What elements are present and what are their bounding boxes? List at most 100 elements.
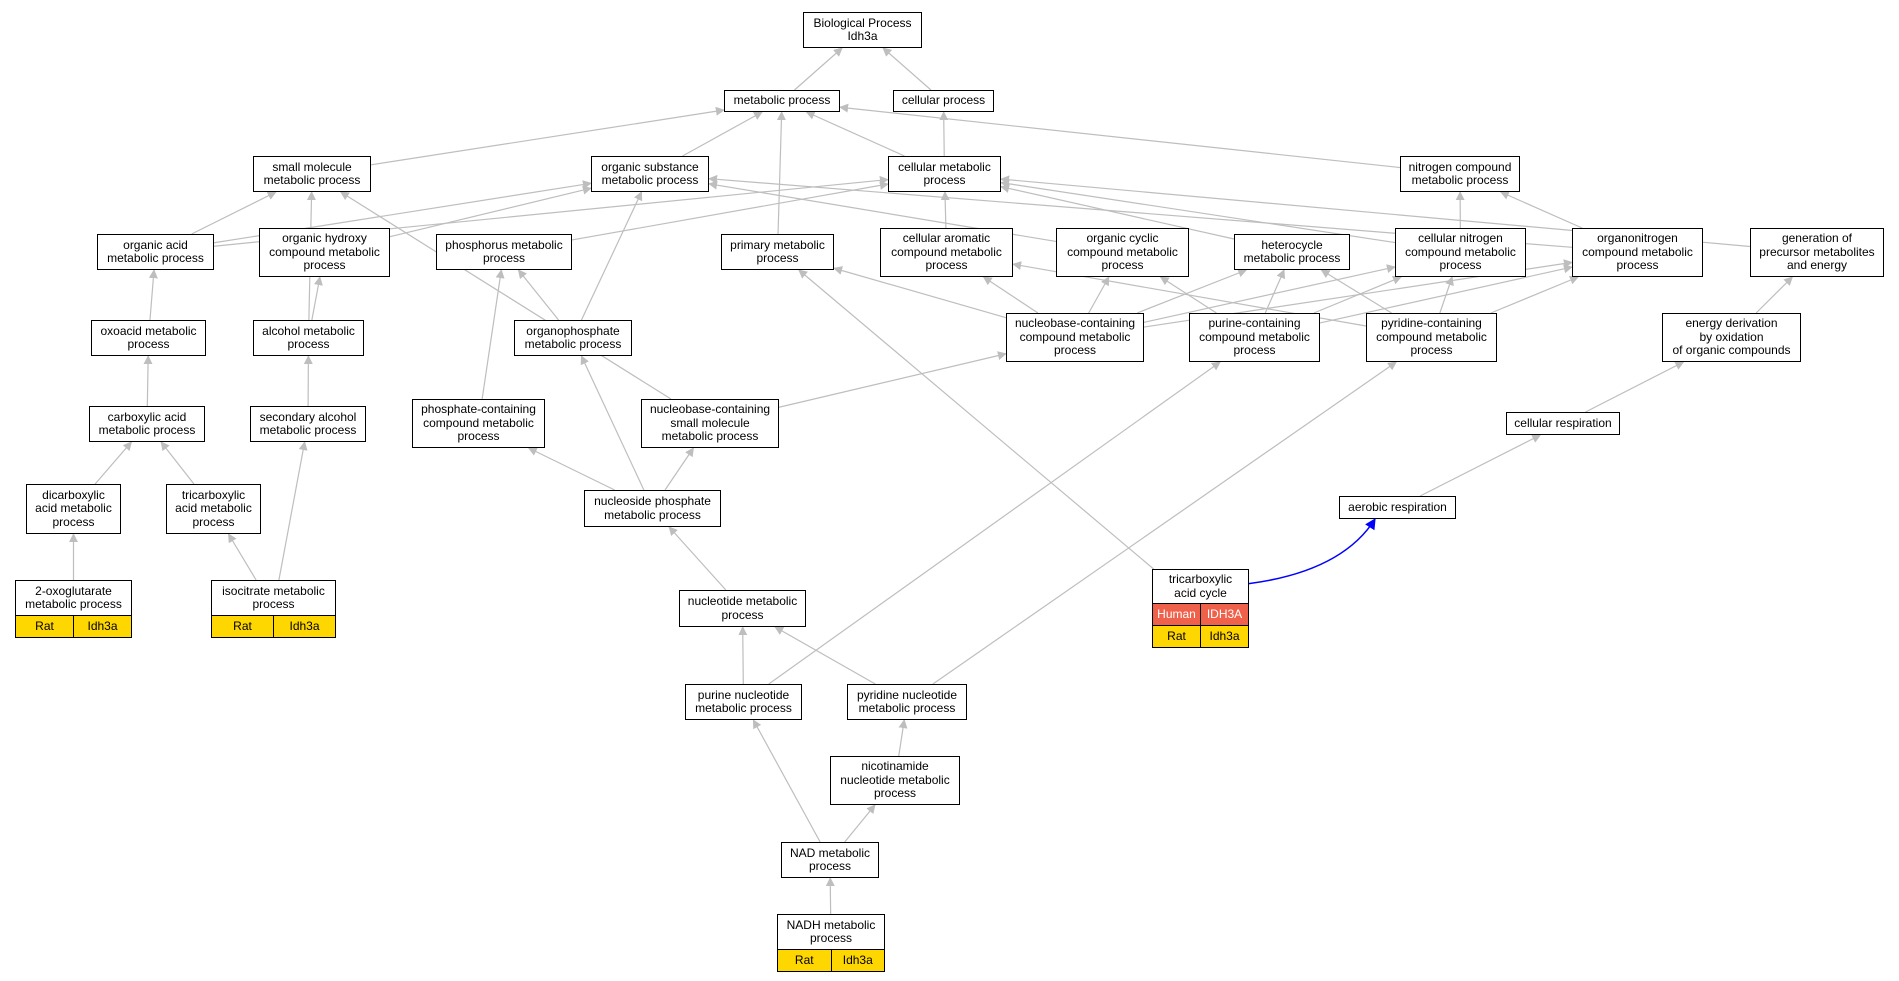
highlighted-edge [1248, 518, 1376, 585]
node-label: organophosphate metabolic process [524, 323, 622, 351]
node-dicarboxylic-acid-metabolic-process[interactable]: dicarboxylic acid metabolic process [26, 484, 121, 534]
species-cell: Rat [212, 616, 273, 637]
node-nicotinamide-nucleotide-metabolic-process[interactable]: nicotinamide nucleotide metabolic proces… [830, 756, 960, 805]
node-purine-containing-compound-metabolic-process[interactable]: purine-containing compound metabolic pro… [1189, 313, 1320, 362]
node-nitrogen-compound-metabolic-process[interactable]: nitrogen compound metabolic process [1400, 156, 1520, 192]
edge [738, 626, 748, 685]
node-label: purine nucleotide metabolic process [695, 687, 792, 715]
edge [768, 361, 1221, 685]
node-heterocycle-metabolic-process[interactable]: heterocycle metabolic process [1234, 234, 1350, 270]
node-label: purine-containing compound metabolic pro… [1199, 316, 1310, 358]
node-label: cellular metabolic process [898, 159, 991, 187]
edge [833, 266, 1007, 319]
node-organic-substance-metabolic-process[interactable]: organic substance metabolic process [591, 156, 709, 192]
node-label: dicarboxylic acid metabolic process [35, 487, 112, 529]
node-pyridine-nucleotide-metabolic-process[interactable]: pyridine nucleotide metabolic process [847, 684, 967, 720]
node-label: phosphate-containing compound metabolic … [421, 402, 536, 444]
gene-cell: Idh3a [73, 616, 131, 637]
node-label: cellular respiration [1514, 415, 1612, 430]
edge [1143, 264, 1396, 323]
node-phosphate-containing-compound-metabolic-process[interactable]: phosphate-containing compound metabolic … [412, 399, 545, 448]
node-label: organic hydroxy compound metabolic proce… [269, 231, 380, 273]
node-label: 2-oxoglutarate metabolic process [25, 583, 122, 611]
node-cellular-nitrogen-compound-metabolic-process[interactable]: cellular nitrogen compound metabolic pro… [1395, 228, 1526, 277]
node-label: NADH metabolic process [786, 917, 876, 945]
edge [389, 185, 592, 238]
node-label: oxoacid metabolic process [100, 323, 197, 351]
node-organic-hydroxy-compound-metabolic-process[interactable]: organic hydroxy compound metabolic proce… [259, 228, 390, 277]
node-nucleobase-containing-small-molecule[interactable]: nucleobase-containing small molecule met… [641, 399, 779, 448]
edge [778, 351, 1007, 408]
species-cell: Rat [16, 616, 73, 637]
node-alcohol-metabolic-process[interactable]: alcohol metabolic process [253, 320, 364, 356]
edge [580, 355, 645, 491]
edge [774, 626, 876, 685]
node-pyridine-containing-compound-metabolic-process[interactable]: pyridine-containing compound metabolic p… [1366, 313, 1497, 362]
node-label: tricarboxylic acid metabolic process [175, 487, 252, 529]
edge [1313, 275, 1402, 314]
edge [517, 269, 560, 321]
node-oxoacid-metabolic-process[interactable]: oxoacid metabolic process [91, 320, 206, 356]
node-label: aerobic respiration [1348, 499, 1447, 514]
node-label: organic cyclic compound metabolic proces… [1067, 231, 1178, 273]
gene-cell: IDH3A [1200, 604, 1248, 625]
node-small-molecule-metabolic-process[interactable]: small molecule metabolic process [253, 156, 371, 192]
node-primary-metabolic-process[interactable]: primary metabolic process [721, 234, 834, 270]
edge [682, 111, 763, 157]
node-generation-of-precursor-metabolites[interactable]: generation of precursor metabolites and … [1750, 228, 1884, 277]
node-organic-acid-metabolic-process[interactable]: organic acid metabolic process [97, 234, 214, 270]
node-organophosphate-metabolic-process[interactable]: organophosphate metabolic process [514, 320, 632, 356]
node-label: small molecule metabolic process [263, 159, 361, 187]
node-biological-process[interactable]: Biological Process Idh3a [803, 12, 922, 48]
node-label: secondary alcohol metabolic process [259, 409, 357, 437]
edge [339, 191, 672, 400]
species-cell: Rat [778, 950, 831, 971]
edge [898, 719, 908, 757]
node-nad-metabolic-process[interactable]: NAD metabolic process [781, 842, 879, 878]
node-label: alcohol metabolic process [262, 323, 355, 351]
species-cell: Human [1153, 604, 1200, 625]
node-tricarboxylic-acid-metabolic-process[interactable]: tricarboxylic acid metabolic process [166, 484, 261, 534]
edge [227, 533, 257, 581]
edge [1490, 275, 1579, 314]
edge [278, 441, 308, 581]
node-label: tricarboxylic acid cycle [1168, 572, 1233, 600]
edge [844, 804, 876, 843]
node-cellular-aromatic-compound-metabolic-process[interactable]: cellular aromatic compound metabolic pro… [880, 228, 1013, 277]
node-nucleobase-containing-compound-metabolic-process[interactable]: nucleobase-containing compound metabolic… [1006, 313, 1144, 362]
gene-cell: Idh3a [273, 616, 335, 637]
node-label: pyridine-containing compound metabolic p… [1376, 316, 1487, 358]
edge [1419, 434, 1542, 497]
node-label: generation of precursor metabolites and … [1759, 231, 1875, 273]
node-organonitrogen-compound-metabolic-process[interactable]: organonitrogen compound metabolic proces… [1572, 228, 1703, 277]
node-phosphorus-metabolic-process[interactable]: phosphorus metabolic process [436, 234, 572, 270]
edge [1136, 268, 1248, 314]
edge [1264, 269, 1285, 314]
node-purine-nucleotide-metabolic-process[interactable]: purine nucleotide metabolic process [685, 684, 802, 720]
node-cellular-process[interactable]: cellular process [893, 90, 994, 112]
edge [1439, 276, 1454, 314]
edge [311, 276, 323, 321]
node-nucleoside-phosphate-metabolic-process[interactable]: nucleoside phosphate metabolic process [584, 490, 721, 527]
node-cellular-metabolic-process[interactable]: cellular metabolic process [888, 156, 1001, 192]
node-aerobic-respiration[interactable]: aerobic respiration [1339, 496, 1456, 519]
node-secondary-alcohol-metabolic-process[interactable]: secondary alcohol metabolic process [250, 406, 366, 442]
node-carboxylic-acid-metabolic-process[interactable]: carboxylic acid metabolic process [89, 406, 205, 442]
node-nucleotide-metabolic-process[interactable]: nucleotide metabolic process [679, 590, 806, 627]
edge [668, 526, 727, 591]
node-metabolic-process[interactable]: metabolic process [724, 90, 840, 112]
node-energy-derivation-by-oxidation[interactable]: energy derivation by oxidation of organi… [1662, 313, 1801, 362]
node-label: cellular aromatic compound metabolic pro… [891, 231, 1002, 273]
node-label: nucleotide metabolic process [687, 594, 798, 622]
node-label: NAD metabolic process [789, 845, 871, 873]
node-organic-cyclic-compound-metabolic-process[interactable]: organic cyclic compound metabolic proces… [1056, 228, 1189, 277]
node-cellular-respiration[interactable]: cellular respiration [1506, 412, 1620, 435]
